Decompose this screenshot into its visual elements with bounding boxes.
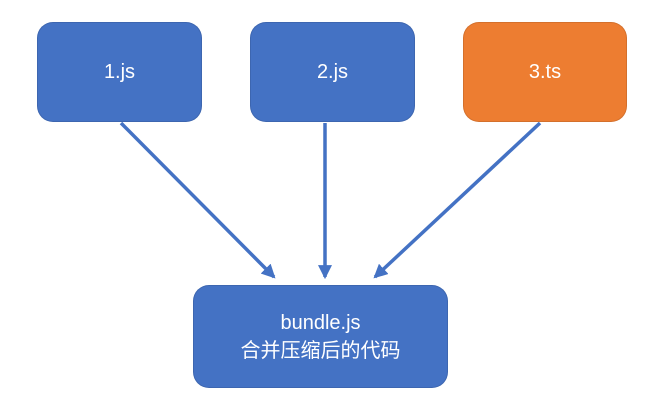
node-3ts-label: 3.ts <box>528 60 562 83</box>
node-bundle-label: bundle.js 合并压缩后的代码 <box>241 309 401 365</box>
node-2js: 2.js <box>250 22 415 122</box>
node-2js-label: 2.js <box>316 60 349 83</box>
node-bundle-subtitle: 合并压缩后的代码 <box>240 339 401 362</box>
edge-1js-to-bundle <box>119 121 276 279</box>
edge-3ts-to-bundle <box>373 121 542 279</box>
node-bundle: bundle.js 合并压缩后的代码 <box>193 285 448 388</box>
node-1js: 1.js <box>37 22 202 122</box>
node-3ts: 3.ts <box>463 22 627 122</box>
node-bundle-title: bundle.js <box>280 311 361 334</box>
node-1js-label: 1.js <box>103 60 136 83</box>
